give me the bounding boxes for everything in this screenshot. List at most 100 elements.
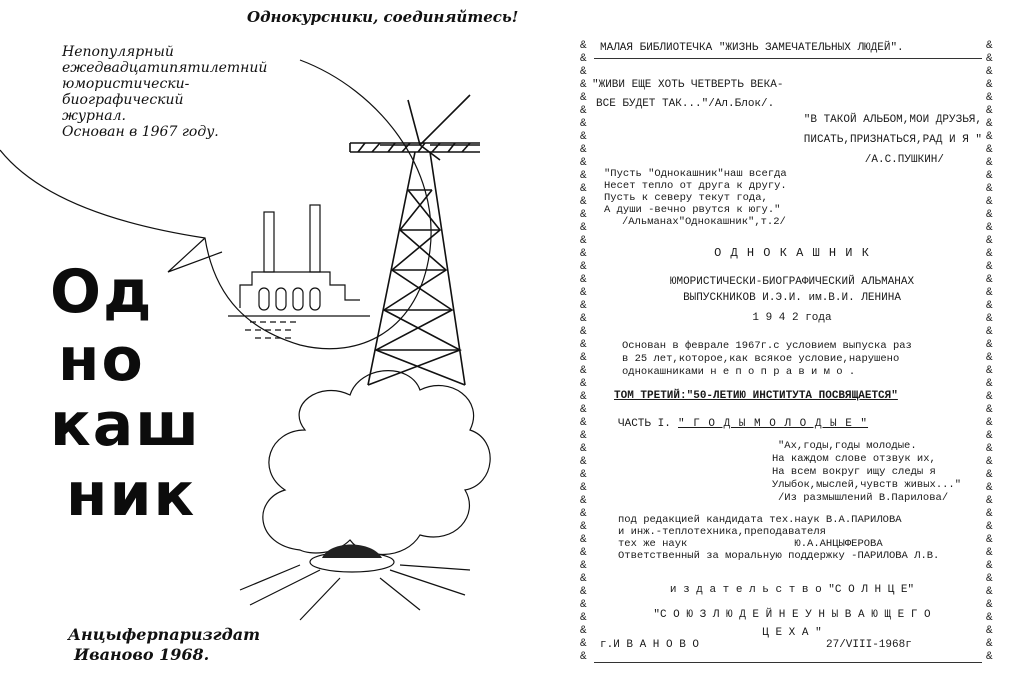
ampersand-glyph: & [580,196,587,208]
ampersand-glyph: & [580,105,587,117]
place-year: Иваново 1968. [74,645,210,664]
title-line-4: ник [66,460,197,530]
ampersand-glyph: & [580,118,587,130]
ampersand-glyph: & [580,508,587,520]
ampersand-glyph: & [986,456,993,468]
ampersand-glyph: & [580,430,587,442]
ampersand-glyph: & [986,235,993,247]
ampersand-glyph: & [580,599,587,611]
cover-page: Однокурсники, соединяйтесь! Непопулярный… [0,8,519,664]
ampersand-glyph: & [580,625,587,637]
ampersand-glyph: & [580,79,587,91]
ampersand-glyph: & [986,326,993,338]
title-line-3: каш [50,390,201,460]
subtitle-line: Непопулярный [62,44,174,60]
series-title: МАЛАЯ БИБЛИОТЕЧКА "ЖИЗНЬ ЗАМЕЧАТЕЛЬНЫХ Л… [600,42,904,54]
poem-line: Улыбок,мыслей,чувств живых..." [772,479,962,491]
ampersand-glyph: & [580,40,587,52]
description-line: ЮМОРИСТИЧЕСКИ-БИОГРАФИЧЕСКИЙ АЛЬМАНАХ [669,276,915,288]
description-line: ВЫПУСКНИКОВ И.Э.И. им.В.И. ЛЕНИНА [683,292,901,304]
subtitle-line: журнал. [62,108,126,124]
city: г.И В А Н О В О [600,639,700,651]
epigraph-line: "В ТАКОЙ АЛЬБОМ,МОИ ДРУЗЬЯ, [803,114,982,126]
ampersand-glyph: & [580,417,587,429]
bubble-tail [167,237,223,273]
ampersand-glyph: & [986,339,993,351]
footer-rule [594,662,982,663]
ampersand-border-left: &&&&&&&&&&&&&&&&&&&&&&&&&&&&&&&&&&&&&&&&… [580,40,587,664]
chimney [309,204,321,273]
factory-window [275,287,287,311]
publisher-line: и з д а т е л ь с т в о "С О Л Н Ц Е" [669,584,915,596]
ampersand-glyph: & [580,209,587,221]
ampersand-glyph: & [580,456,587,468]
journal-description: Непопулярный ежедвадцатипятилетний юмори… [62,44,267,140]
factory-window [292,287,304,311]
ampersand-glyph: & [986,196,993,208]
founding-line: однокашниками н е п о п р а в и м о . [622,366,856,378]
union-line: "С О Ю З Л Ю Д Е Й Н Е У Н Ы В А Ю Щ Е Г… [653,609,931,621]
ampersand-glyph: & [580,222,587,234]
ampersand-glyph: & [580,92,587,104]
ampersand-glyph: & [580,157,587,169]
ampersand-glyph: & [580,170,587,182]
water-ripples [245,321,296,339]
editor-line: Ответственный за моральную поддержку -ПА… [618,550,940,562]
factory-window [258,287,270,311]
ampersand-glyph: & [580,378,587,390]
ampersand-glyph: & [580,66,587,78]
ampersand-glyph: & [580,573,587,585]
ampersand-glyph: & [986,378,993,390]
ampersand-glyph: & [986,66,993,78]
poem: "Ах,годы,годы молодые. На каждом слове о… [772,440,961,505]
ampersand-glyph: & [986,495,993,507]
ampersand-glyph: & [580,352,587,364]
poem-line: На каждом слове отзвук их, [772,453,936,465]
ampersand-glyph: & [580,365,587,377]
ampersand-glyph: & [986,352,993,364]
ampersand-glyph: & [986,79,993,91]
chimney [263,211,275,273]
almanac-title: О Д Н О К А Ш Н И К [714,246,870,260]
epigraph-line: Пусть к северу текут года, [604,192,768,204]
subtitle-line: ежедвадцатипятилетний [62,60,268,76]
factory-window [309,287,321,311]
ampersand-glyph: & [580,261,587,273]
ampersand-glyph: & [580,534,587,546]
editor-line: тех же наук Ю.А.АНЦЫФЕРОВА [618,538,883,550]
ampersand-glyph: & [580,469,587,481]
ampersand-glyph: & [986,53,993,65]
ampersand-glyph: & [986,547,993,559]
slogan: Однокурсники, соединяйтесь! [247,8,519,26]
ampersand-glyph: & [580,638,587,650]
publisher: Анцыферпаризгдат [68,625,261,644]
cover-illustration [0,59,491,621]
ampersand-glyph: & [986,287,993,299]
ampersand-glyph: & [580,651,587,663]
ampersand-glyph: & [986,430,993,442]
epigraph-line: Несет тепло от друга к другу. [604,180,787,192]
ampersand-glyph: & [986,313,993,325]
ampersand-glyph: & [986,599,993,611]
founding-line: в 25 лет,которое,как всякое условие,нару… [622,353,900,365]
ampersand-glyph: & [580,404,587,416]
union-line: Ц Е Х А " [762,627,822,639]
ampersand-glyph: & [580,339,587,351]
ampersand-glyph: & [580,612,587,624]
ampersand-glyph: & [986,248,993,260]
ampersand-glyph: & [986,417,993,429]
ampersand-glyph: & [986,443,993,455]
steam-cloud [262,370,491,555]
ampersand-glyph: & [986,534,993,546]
subtitle-line: биографический [62,92,184,108]
ampersand-glyph: & [986,118,993,130]
title-page: &&&&&&&&&&&&&&&&&&&&&&&&&&&&&&&&&&&&&&&&… [548,0,1024,684]
ampersand-glyph: & [580,521,587,533]
editor-line: под редакцией кандидата тех.наук В.А.ПАР… [618,514,902,526]
ampersand-glyph: & [986,638,993,650]
subtitle-line: юмористически- [62,76,190,92]
ampersand-glyph: & [986,625,993,637]
epigraph-line: /А.С.ПУШКИН/ [864,154,944,166]
editors: под редакцией кандидата тех.наук В.А.ПАР… [618,514,939,562]
ampersand-glyph: & [986,651,993,663]
